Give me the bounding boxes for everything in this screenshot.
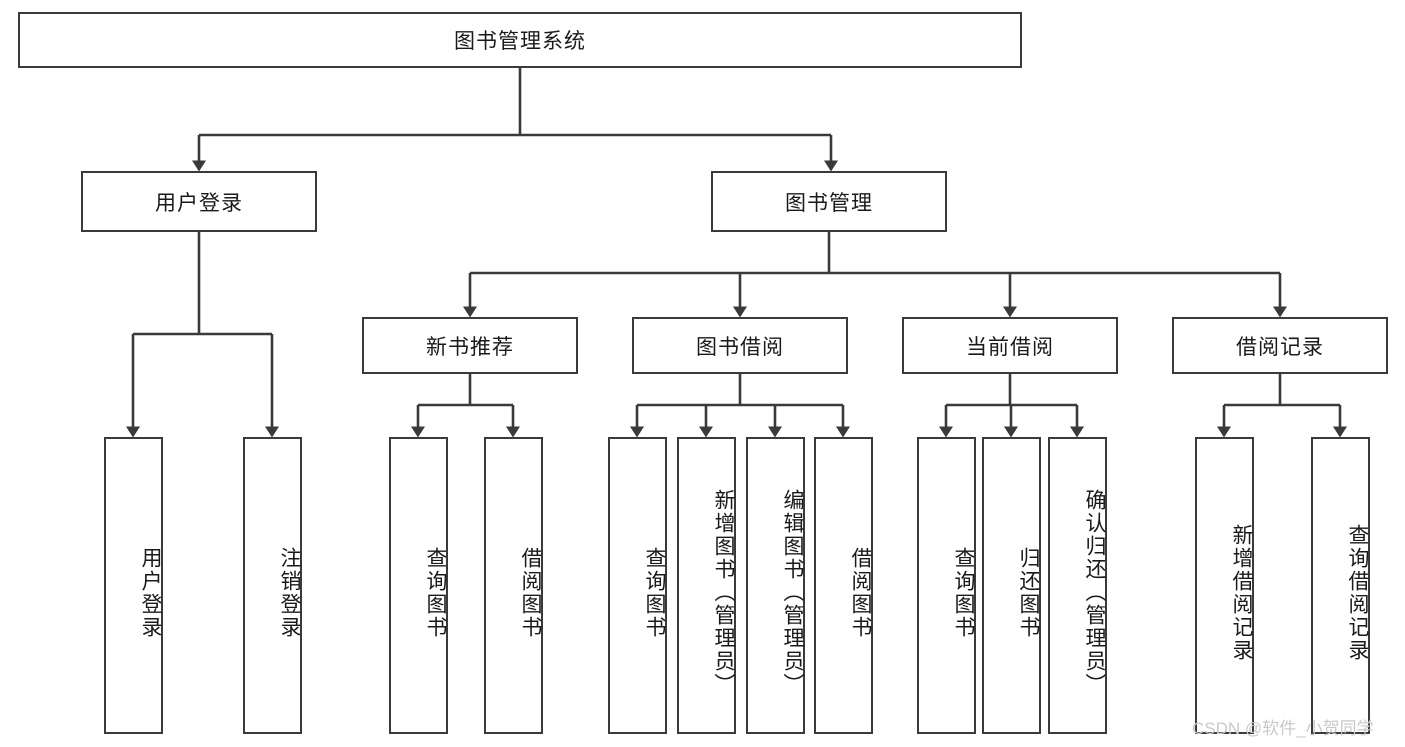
- node-leaf-query-book-3-label: 查询图书: [952, 546, 975, 639]
- node-leaf-query-book-1[interactable]: 查询图书: [389, 437, 448, 734]
- node-current-borrow-label: 当前借阅: [966, 335, 1054, 359]
- node-leaf-confirm-return-label: 确认归还（管理员）: [1083, 489, 1106, 696]
- node-leaf-query-book-2[interactable]: 查询图书: [608, 437, 667, 734]
- node-leaf-add-record-label: 新增借阅记录: [1230, 523, 1253, 662]
- node-leaf-add-book-label: 新增图书（管理员）: [712, 489, 735, 696]
- node-leaf-borrow-book-2[interactable]: 借阅图书: [814, 437, 873, 734]
- node-borrow-record-label: 借阅记录: [1236, 335, 1324, 359]
- node-current-borrow[interactable]: 当前借阅: [902, 317, 1118, 374]
- node-root[interactable]: 图书管理系统: [18, 12, 1022, 68]
- node-leaf-add-record[interactable]: 新增借阅记录: [1195, 437, 1254, 734]
- node-leaf-query-book-1-label: 查询图书: [424, 546, 447, 639]
- node-leaf-return-book-label: 归还图书: [1017, 546, 1040, 639]
- node-leaf-edit-book-label: 编辑图书（管理员）: [781, 489, 804, 696]
- node-leaf-borrow-book-1[interactable]: 借阅图书: [484, 437, 543, 734]
- node-book-management[interactable]: 图书管理: [711, 171, 947, 232]
- node-user-login[interactable]: 用户登录: [81, 171, 317, 232]
- node-root-label: 图书管理系统: [454, 30, 586, 53]
- watermark-text: CSDN @软件_小贺同学: [1192, 719, 1374, 738]
- node-leaf-query-record[interactable]: 查询借阅记录: [1311, 437, 1370, 734]
- node-leaf-query-record-label: 查询借阅记录: [1346, 523, 1369, 662]
- node-leaf-query-book-2-label: 查询图书: [643, 546, 666, 639]
- node-leaf-user-login-label: 用户登录: [139, 546, 162, 639]
- node-leaf-query-book-3[interactable]: 查询图书: [917, 437, 976, 734]
- node-new-book-recommend[interactable]: 新书推荐: [362, 317, 578, 374]
- node-leaf-edit-book[interactable]: 编辑图书（管理员）: [746, 437, 805, 734]
- node-new-book-recommend-label: 新书推荐: [426, 335, 514, 359]
- node-book-borrow[interactable]: 图书借阅: [632, 317, 848, 374]
- node-leaf-borrow-book-2-label: 借阅图书: [849, 546, 872, 639]
- node-leaf-logout-login[interactable]: 注销登录: [243, 437, 302, 734]
- node-leaf-user-login[interactable]: 用户登录: [104, 437, 163, 734]
- node-leaf-logout-login-label: 注销登录: [278, 546, 301, 639]
- node-leaf-return-book[interactable]: 归还图书: [982, 437, 1041, 734]
- node-user-login-label: 用户登录: [155, 191, 243, 215]
- node-book-borrow-label: 图书借阅: [696, 335, 784, 359]
- node-book-management-label: 图书管理: [785, 191, 873, 215]
- node-leaf-confirm-return[interactable]: 确认归还（管理员）: [1048, 437, 1107, 734]
- node-leaf-add-book[interactable]: 新增图书（管理员）: [677, 437, 736, 734]
- node-leaf-borrow-book-1-label: 借阅图书: [519, 546, 542, 639]
- node-borrow-record[interactable]: 借阅记录: [1172, 317, 1388, 374]
